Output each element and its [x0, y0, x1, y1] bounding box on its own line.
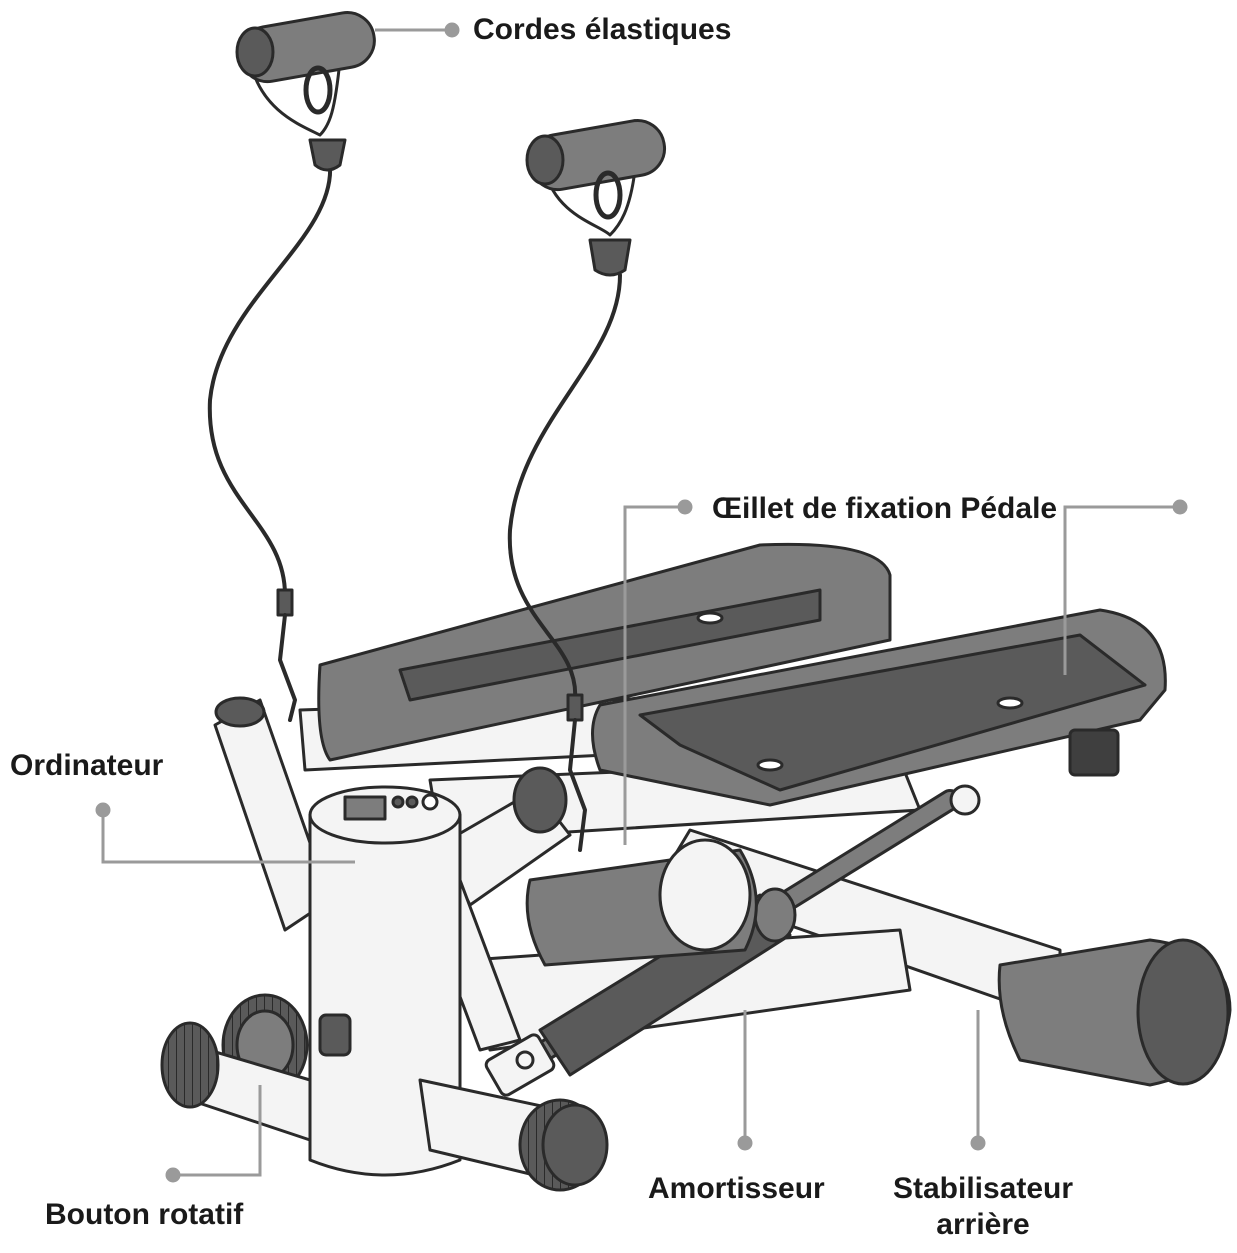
- label-bouton-rotatif: Bouton rotatif: [45, 1198, 244, 1231]
- leader-stabilisateur: [970, 1010, 986, 1151]
- left-pedal: [317, 542, 892, 762]
- label-cordes-elastiques: Cordes élastiques: [473, 13, 732, 46]
- label-stabilisateur-line1: Stabilisateur: [892, 1172, 1074, 1205]
- front-left-foot: [160, 1021, 312, 1142]
- leader-amortisseur: [737, 1010, 753, 1151]
- pedal-cylinder: [525, 838, 758, 967]
- leader-bouton: [165, 1085, 262, 1183]
- stepper-machine-illustration: [160, 11, 1232, 1192]
- leader-cordes: [375, 22, 460, 38]
- leader-lines: [95, 22, 1188, 1183]
- left-elastic-cord: [207, 11, 376, 722]
- label-ordinateur: Ordinateur: [10, 749, 164, 782]
- label-amortisseur: Amortisseur: [648, 1172, 825, 1205]
- leader-ordinateur: [95, 802, 355, 864]
- label-stabilisateur-arriere: Stabilisateur arrière: [878, 1171, 1088, 1243]
- rear-stabilizer-cap: [997, 938, 1232, 1087]
- label-stabilisateur-line2: arrière: [936, 1208, 1030, 1241]
- leader-oeillet: [623, 499, 693, 845]
- label-oeillet-pedale: Œillet de fixation Pédale: [712, 492, 1058, 525]
- right-pedal: [591, 608, 1167, 816]
- right-elastic-cord: [507, 119, 667, 852]
- leader-pedale: [1063, 499, 1188, 675]
- front-right-foot: [418, 1078, 609, 1192]
